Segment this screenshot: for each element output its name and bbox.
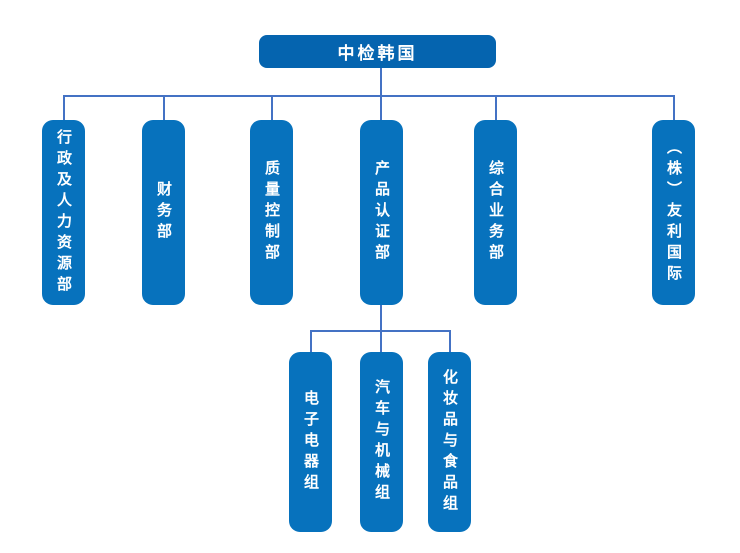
org-node-electronics-group: 电子电器组 bbox=[289, 352, 332, 532]
node-label: 质量控制部 bbox=[263, 160, 280, 265]
node-label: 汽车与机械组 bbox=[373, 379, 390, 505]
node-label: 电子电器组 bbox=[302, 389, 319, 495]
connector-drop-general-business bbox=[495, 95, 497, 121]
connector-sub-horizontal bbox=[310, 330, 451, 332]
org-node-auto-machinery-group: 汽车与机械组 bbox=[360, 352, 403, 532]
node-label: 综合业务部 bbox=[487, 160, 504, 265]
org-node-general-business: 综合业务部 bbox=[474, 120, 517, 305]
node-label: （株）友利国际 bbox=[665, 139, 682, 286]
org-node-root: 中检韩国 bbox=[259, 35, 496, 68]
node-label: 行政及人力资源部 bbox=[55, 128, 72, 297]
connector-drop-cosmetics-food-group bbox=[449, 330, 451, 353]
org-node-finance: 财务部 bbox=[142, 120, 185, 305]
org-node-admin-hr: 行政及人力资源部 bbox=[42, 120, 85, 305]
node-label: 中检韩国 bbox=[337, 44, 418, 63]
connector-drop-admin-hr bbox=[63, 95, 65, 121]
connector-main-horizontal bbox=[63, 95, 675, 97]
node-label: 化妆品与食品组 bbox=[441, 368, 458, 516]
org-node-quality-control: 质量控制部 bbox=[250, 120, 293, 305]
connector-drop-finance bbox=[163, 95, 165, 121]
connector-drop-quality-control bbox=[271, 95, 273, 121]
org-node-product-certification: 产品认证部 bbox=[360, 120, 403, 305]
connector-drop-electronics-group bbox=[310, 330, 312, 353]
node-label: 产品认证部 bbox=[373, 160, 390, 265]
connector-drop-woori-international bbox=[673, 95, 675, 121]
connector-root-drop bbox=[380, 67, 382, 120]
org-node-cosmetics-food-group: 化妆品与食品组 bbox=[428, 352, 471, 532]
org-node-woori-international: （株）友利国际 bbox=[652, 120, 695, 305]
connector-product-cert-drop bbox=[380, 305, 382, 352]
node-label: 财务部 bbox=[155, 181, 172, 244]
